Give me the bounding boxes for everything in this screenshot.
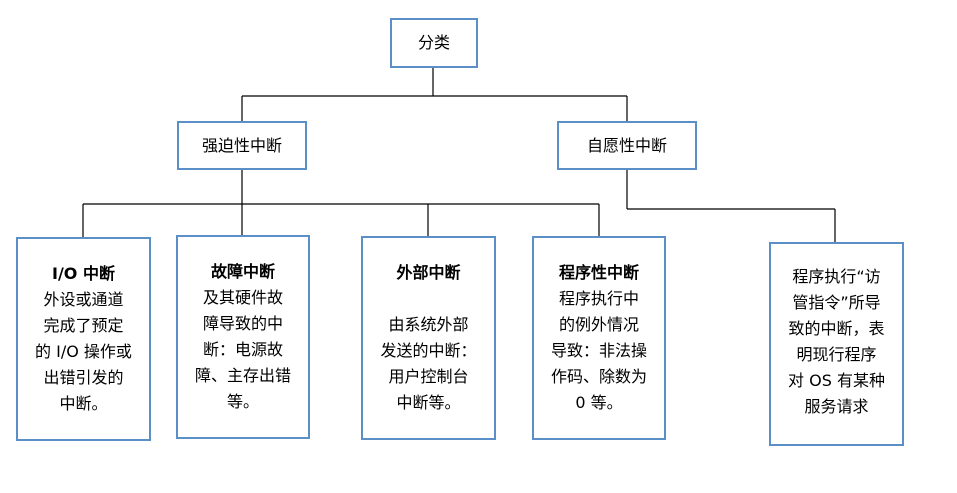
supervisor-call-line: 致的中断，表 [788, 319, 885, 338]
io-interrupt-box: I/O 中断 外设或通道 完成了预定 的 I/O 操作或 出错引发的 中断。 [16, 237, 151, 441]
fault-interrupt-line: 等。 [226, 392, 259, 411]
fault-interrupt-box: 故障中断 及其硬件故 障导致的中 断：电源故 障、主存出错 等。 [176, 235, 310, 439]
external-interrupt-line: 中断等。 [396, 393, 461, 412]
program-interrupt-title: 程序性中断 [558, 263, 639, 282]
supervisor-call-line: 程序执行“访 [792, 267, 881, 286]
forced-interrupt-label: 强迫性中断 [201, 135, 282, 155]
root-category-box: 分类 [390, 18, 478, 68]
io-interrupt-line: 中断。 [59, 394, 108, 413]
program-interrupt-box: 程序性中断 程序执行中 的例外情况 导致：非法操 作码、除数为 0 等。 [532, 236, 666, 440]
program-interrupt-line: 0 等。 [575, 393, 623, 412]
program-interrupt-line: 导致：非法操 [550, 341, 647, 360]
forced-interrupt-box: 强迫性中断 [177, 121, 307, 170]
external-interrupt-box: 外部中断 由系统外部 发送的中断： 用户控制台 中断等。 [361, 236, 496, 440]
root-category-label: 分类 [417, 33, 450, 52]
program-interrupt-line: 作码、除数为 [550, 367, 647, 386]
supervisor-call-line: 明现行程序 [796, 345, 877, 364]
supervisor-call-line: 服务请求 [804, 397, 869, 416]
external-interrupt-line: 用户控制台 [388, 367, 469, 386]
voluntary-interrupt-box: 自愿性中断 [557, 121, 697, 170]
supervisor-call-box: 程序执行“访 管指令”所导 致的中断，表 明现行程序 对 OS 有某种 服务请求 [769, 242, 904, 446]
io-interrupt-line: 完成了预定 [43, 316, 124, 335]
fault-interrupt-line: 障、主存出错 [194, 366, 291, 385]
fault-interrupt-line: 及其硬件故 [202, 288, 283, 307]
program-interrupt-line: 的例外情况 [558, 315, 639, 334]
voluntary-interrupt-label: 自愿性中断 [586, 135, 667, 155]
io-interrupt-line: 外设或通道 [43, 290, 124, 309]
io-interrupt-line: 的 I/O 操作或 [35, 342, 132, 361]
supervisor-call-line: 管指令”所导 [792, 293, 881, 312]
io-interrupt-line: 出错引发的 [43, 368, 124, 387]
io-interrupt-title: I/O 中断 [52, 264, 115, 283]
fault-interrupt-line: 断：电源故 [202, 340, 283, 359]
external-interrupt-line: 由系统外部 [388, 315, 469, 334]
supervisor-call-line: 对 OS 有某种 [788, 371, 885, 390]
external-interrupt-title: 外部中断 [396, 263, 461, 282]
external-interrupt-line: 发送的中断： [380, 341, 477, 360]
program-interrupt-line: 程序执行中 [558, 289, 639, 308]
fault-interrupt-title: 故障中断 [210, 262, 275, 281]
fault-interrupt-line: 障导致的中 [202, 314, 283, 333]
